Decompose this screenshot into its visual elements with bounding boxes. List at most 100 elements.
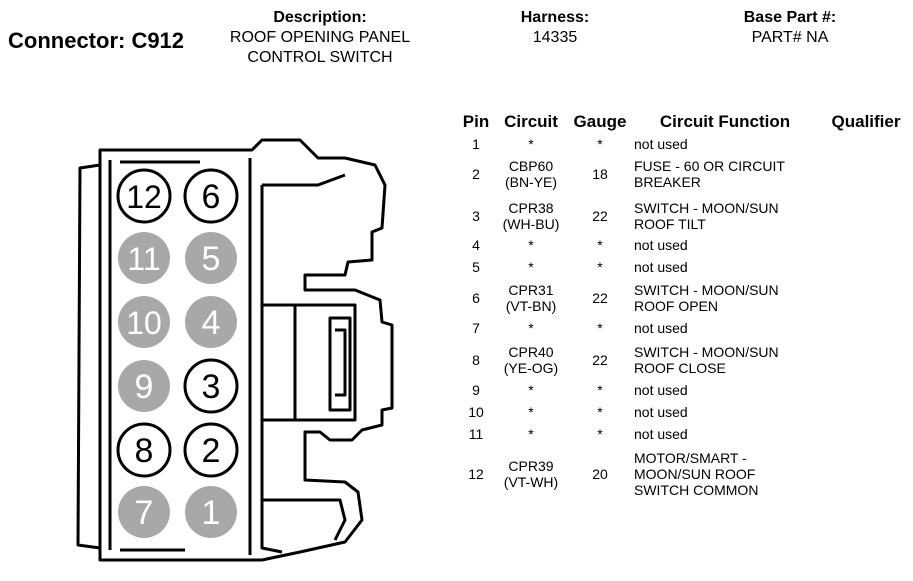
gauge-cell: * xyxy=(597,259,603,275)
description-block: Description: ROOF OPENING PANEL CONTROL … xyxy=(212,8,428,68)
column-header-circuit: Circuit xyxy=(504,112,558,131)
pin-cell: 9 xyxy=(472,382,480,398)
harness-value: 14335 xyxy=(532,29,578,46)
column-header-gauge: Gauge xyxy=(573,112,627,131)
cavity-circle xyxy=(116,422,172,478)
pin-cell: 8 xyxy=(472,352,480,368)
cavity-10: 10 xyxy=(118,296,170,348)
cavity-circle xyxy=(183,422,239,478)
table-row: 12 CPR39 (VT-WH) 20 MOTOR/SMART - MOON/SUN … xyxy=(0,446,913,502)
table-row: 5 * * not used xyxy=(0,259,913,275)
cavity-circle xyxy=(183,168,239,224)
circuit-cell: * xyxy=(528,382,534,398)
pin-cell: 4 xyxy=(472,237,480,253)
cavity-12: 12 xyxy=(116,168,172,224)
circuit-cell: * xyxy=(528,404,534,420)
connector-title: Connector: C912 xyxy=(8,28,185,53)
table-row: 4 * * not used xyxy=(0,237,913,253)
cavity-4: 4 xyxy=(185,296,237,348)
table-row: 9 * * not used xyxy=(0,382,913,398)
connector-housing xyxy=(76,138,394,562)
function-cell: not used xyxy=(634,259,688,275)
cavity-circle xyxy=(183,358,239,414)
circuit-cell: * xyxy=(528,320,534,336)
column-header-pin: Pin xyxy=(462,112,490,131)
base-part-label: Base Part #: xyxy=(743,9,837,26)
gauge-cell: * xyxy=(597,382,603,398)
base-part-block: Base Part #: PART# NA xyxy=(705,8,875,48)
cavity-number: 5 xyxy=(202,240,221,278)
gauge-cell: * xyxy=(597,404,603,420)
table-row: 1**not used xyxy=(0,136,913,152)
cavity-number: 1 xyxy=(202,494,221,532)
function-cell: not used xyxy=(634,382,688,398)
circuit-cell: * xyxy=(528,426,534,442)
cavity-6: 6 xyxy=(183,168,239,224)
description-value: ROOF OPENING PANEL CONTROL SWITCH xyxy=(229,29,411,66)
table-row: 2 CBP60 (BN-YE) 18 FUSE - 60 OR CIRCUIT BRE… xyxy=(0,154,913,194)
cavity-circle xyxy=(118,232,170,284)
pin-cell: 11 xyxy=(468,426,484,442)
base-part-value: PART# NA xyxy=(751,29,829,46)
cavity-11: 11 xyxy=(118,232,170,284)
gauge-cell: 22 xyxy=(592,290,608,306)
function-cell: FUSE - 60 OR CIRCUIT BREAKER xyxy=(634,158,785,190)
pin-cell: 10 xyxy=(468,404,484,420)
circuit-cell: CBP60 (BN-YE) xyxy=(504,158,558,190)
cavity-circle xyxy=(185,296,237,348)
function-cell: MOTOR/SMART - MOON/SUN ROOF SWITCH COMMO… xyxy=(634,450,759,498)
circuit-cell: * xyxy=(528,136,534,152)
function-cell: not used xyxy=(634,136,688,152)
cavity-1: 1 xyxy=(185,486,237,538)
cavity-number: 6 xyxy=(202,178,221,216)
cavity-number: 7 xyxy=(135,494,154,532)
cavity-2: 2 xyxy=(183,422,239,478)
circuit-cell: * xyxy=(528,237,534,253)
gauge-cell: * xyxy=(597,426,603,442)
pin-cell: 1 xyxy=(472,136,480,152)
cavity-number: 2 xyxy=(202,432,221,470)
function-cell: not used xyxy=(634,426,688,442)
cavity-circle xyxy=(185,486,237,538)
cavity-9: 9 xyxy=(118,360,170,412)
cavity-number: 10 xyxy=(126,305,162,341)
cavity-circle xyxy=(116,168,172,224)
cavity-circle xyxy=(185,232,237,284)
column-header-qualifier: Qualifier xyxy=(831,112,901,131)
table-row: 11 * * not used xyxy=(0,426,913,442)
cavity-5: 5 xyxy=(185,232,237,284)
cavity-circle xyxy=(118,486,170,538)
circuit-cell: CPR38 (WH-BU) xyxy=(502,200,560,232)
cavity-3: 3 xyxy=(183,358,239,414)
circuit-cell: * xyxy=(528,259,534,275)
circuit-cell: CPR40 (YE-OG) xyxy=(503,344,559,376)
gauge-cell: * xyxy=(597,237,603,253)
cavity-number: 12 xyxy=(126,179,162,215)
function-cell: not used xyxy=(634,320,688,336)
gauge-cell: * xyxy=(597,320,603,336)
cavity-number: 3 xyxy=(202,368,221,406)
pin-cell: 2 xyxy=(472,166,480,182)
harness-block: Harness: 14335 xyxy=(495,8,615,48)
cavity-circle xyxy=(118,360,170,412)
function-cell: not used xyxy=(634,237,688,253)
cavity-number: 11 xyxy=(127,241,160,277)
table-row: 10**not used xyxy=(0,404,913,420)
column-header-function: Circuit Function xyxy=(659,112,791,131)
pin-cell: 12 xyxy=(468,466,484,482)
function-cell: SWITCH - MOON/SUN ROOF TILT xyxy=(634,200,779,232)
gauge-cell: 18 xyxy=(592,166,608,182)
cavity-8: 8 xyxy=(116,422,172,478)
harness-label: Harness: xyxy=(520,9,590,26)
cavity-number: 8 xyxy=(135,432,154,470)
cavity-circle xyxy=(118,296,170,348)
function-cell: SWITCH - MOON/SUN ROOF CLOSE xyxy=(634,344,779,376)
pin-cell: 5 xyxy=(472,259,480,275)
gauge-cell: 20 xyxy=(592,466,608,482)
cavity-number: 9 xyxy=(135,368,154,406)
pin-cell: 7 xyxy=(472,320,480,336)
circuit-cell: CPR39 (VT-WH) xyxy=(503,458,559,490)
cavity-number: 4 xyxy=(202,304,221,342)
